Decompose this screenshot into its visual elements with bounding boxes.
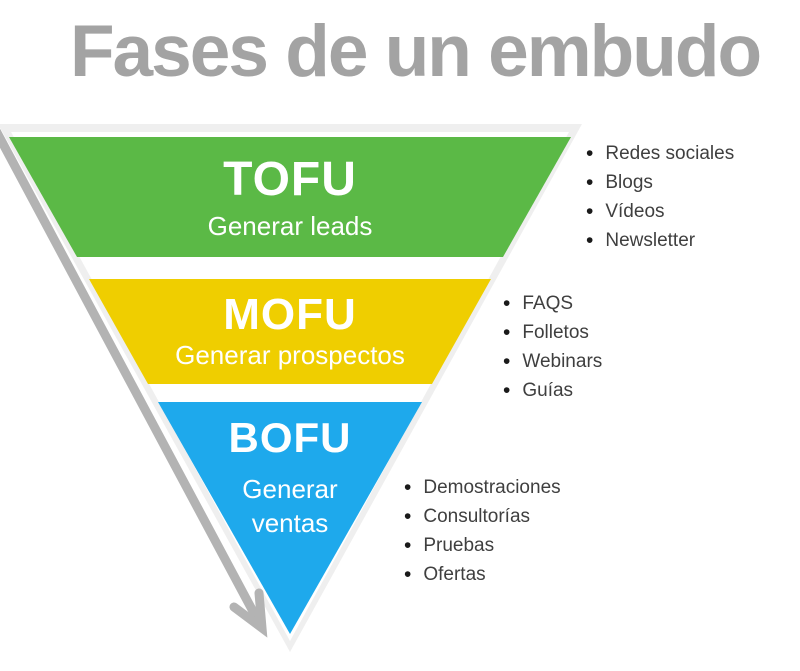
down-arrow-icon [0,128,268,638]
funnel-inner-shape [11,132,569,641]
list-item: Redes sociales [586,139,734,168]
stage-mofu-shape [89,279,491,384]
mofu-items-list: FAQS Folletos Webinars Guías [503,289,602,405]
list-item: Ofertas [404,560,561,589]
list-item: FAQS [503,289,602,318]
bofu-items-list: Demostraciones Consultorías Pruebas Ofer… [404,473,561,589]
list-item: Blogs [586,168,734,197]
list-item: Vídeos [586,197,734,226]
list-item: Pruebas [404,531,561,560]
stage-tofu-subtitle: Generar leads [207,211,373,241]
list-item: Demostraciones [404,473,560,502]
tofu-items-list: Redes sociales Blogs Vídeos Newsletter [586,139,734,255]
list-item: Newsletter [586,226,734,255]
stage-tofu-title: TOFU [223,153,357,206]
list-item: Guías [503,376,602,405]
list-item: Folletos [503,318,602,347]
stage-mofu-subtitle: Generar prospectos [175,340,405,370]
list-item: Webinars [503,347,602,376]
stage-mofu-title: MOFU [223,290,357,339]
stage-bofu-subtitle: Generar ventas [242,474,338,538]
stage-bofu-shape [158,402,422,634]
list-item: Consultorías [404,502,561,531]
stage-bofu-title: BOFU [228,414,352,461]
page-title: Fases de un embudo [69,11,762,92]
stage-tofu-shape [9,137,571,257]
